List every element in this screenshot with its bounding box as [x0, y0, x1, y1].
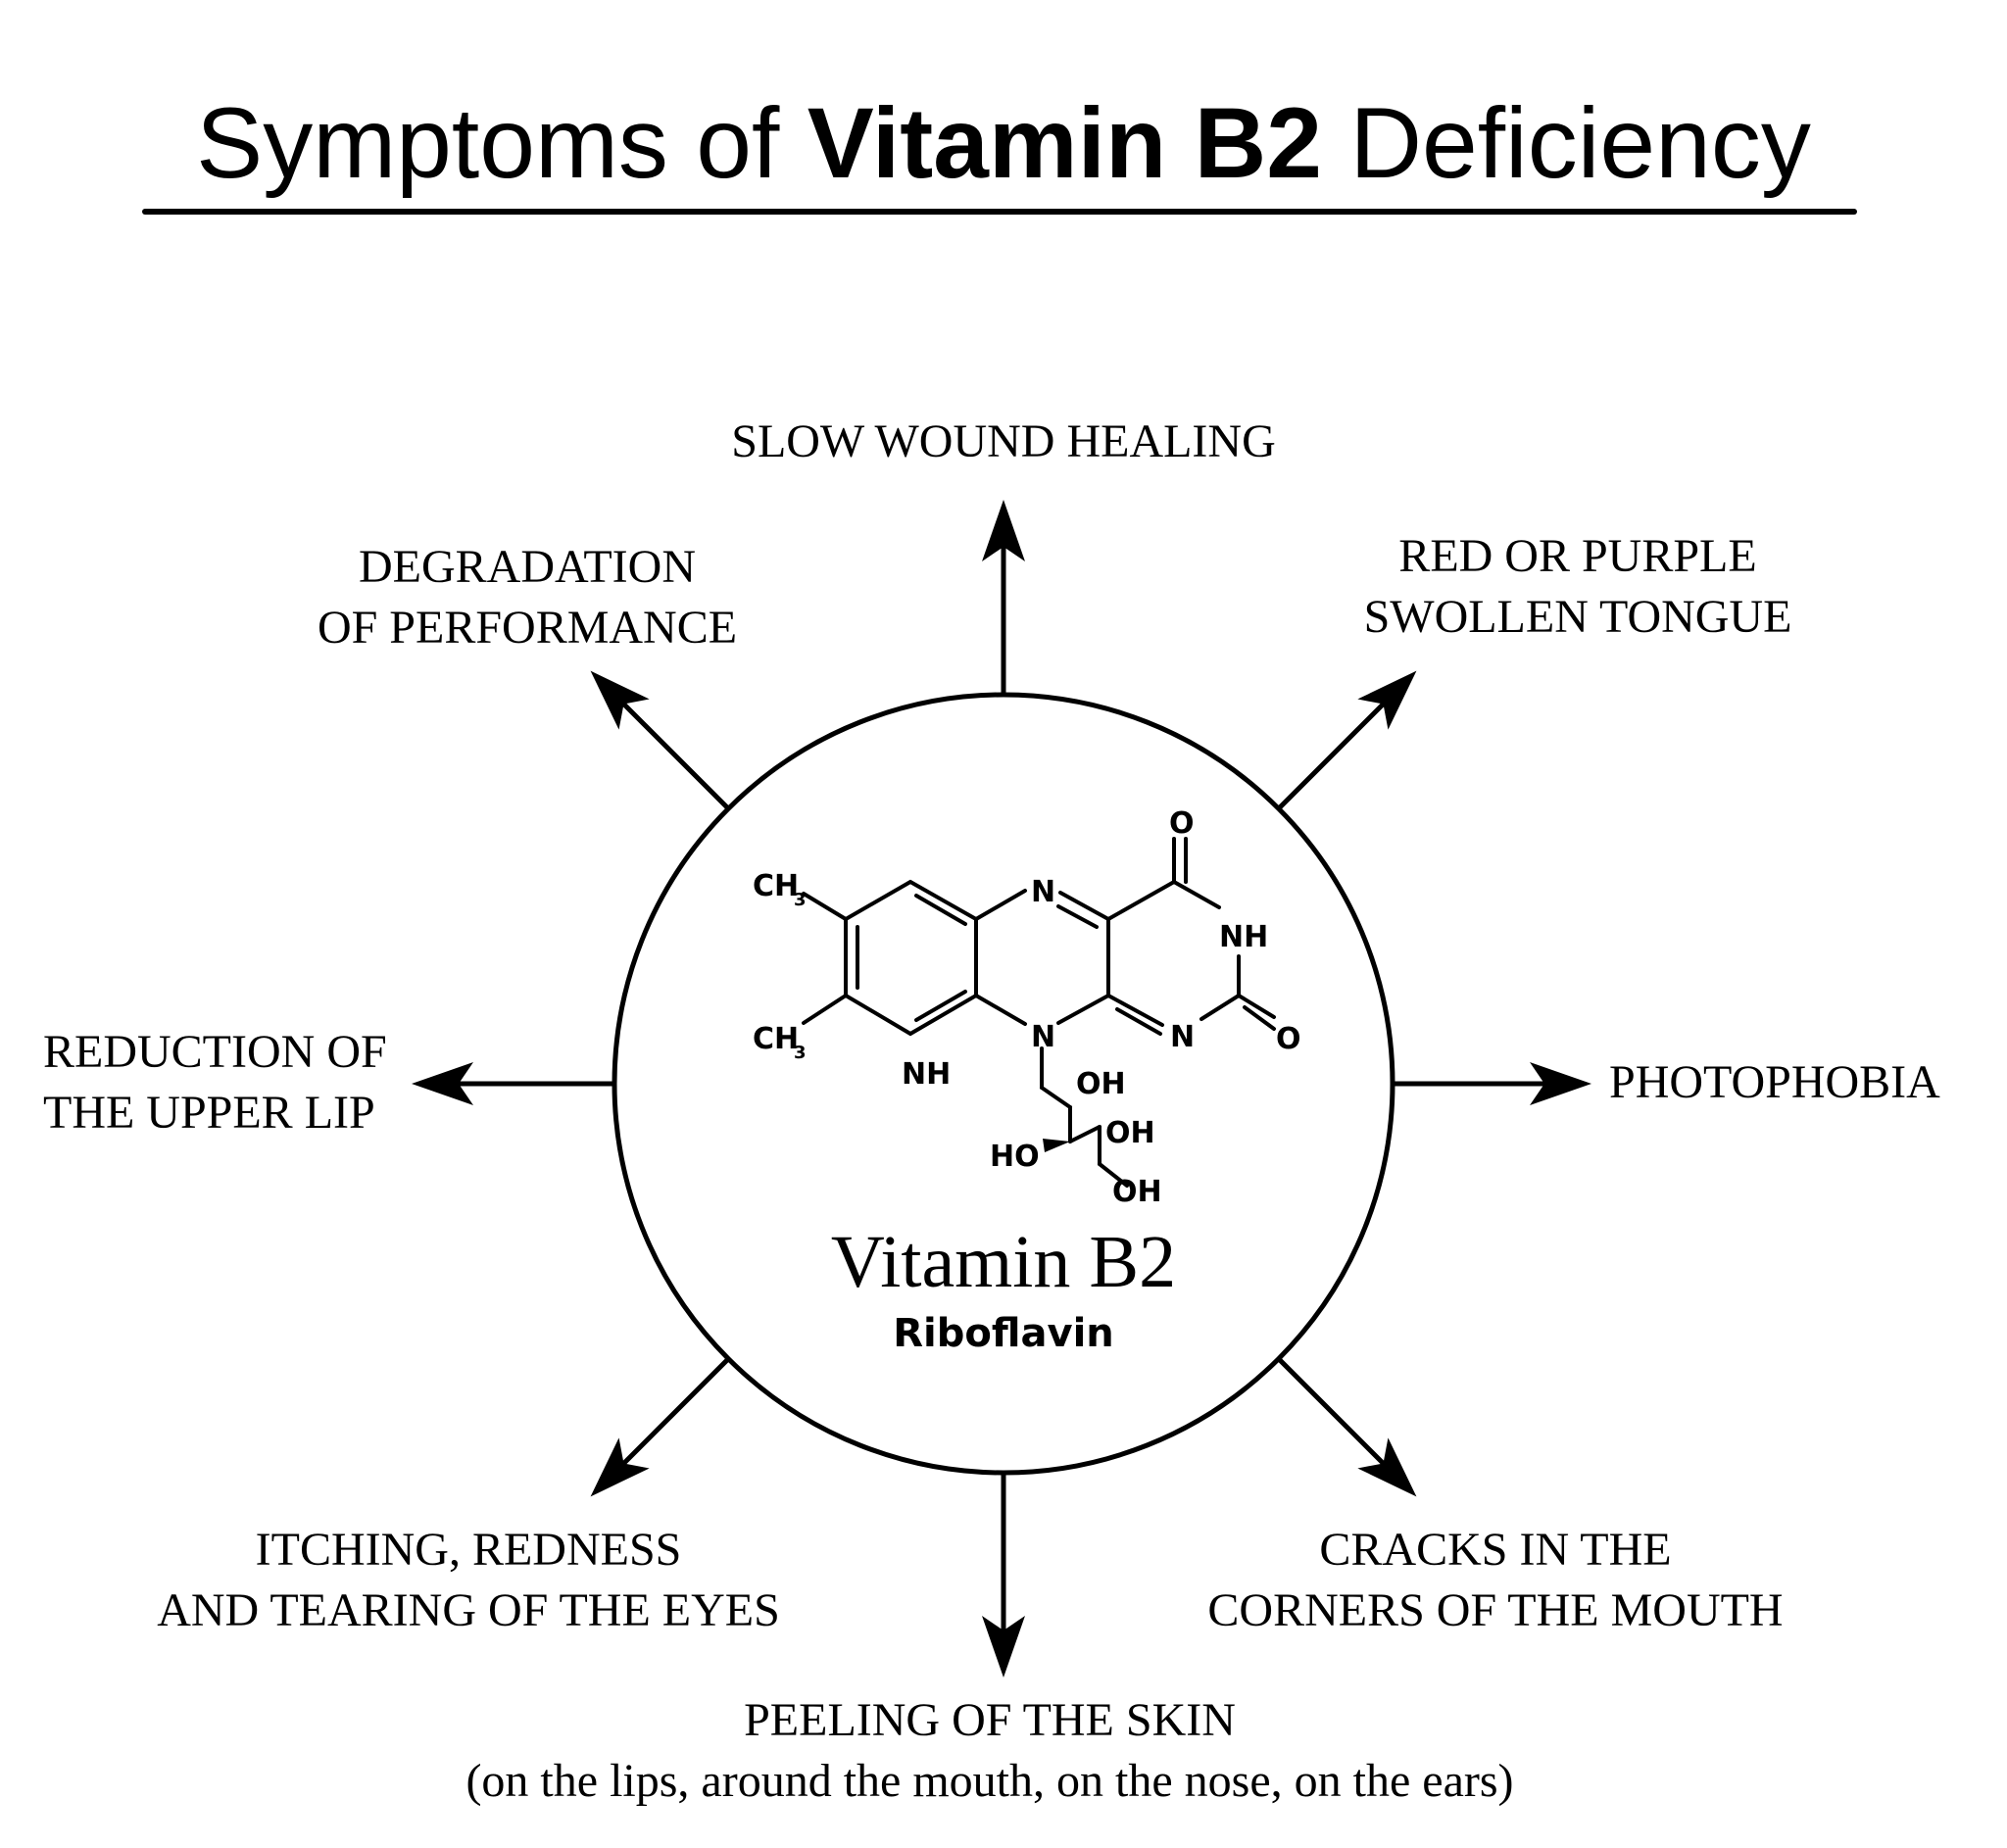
symptom-line: OF PERFORMANCE [317, 602, 738, 654]
title-bold: Vitamin B2 [807, 87, 1322, 199]
arrow-down-right [1277, 1357, 1401, 1482]
symptom-line: PEELING OF THE SKIN [744, 1694, 1236, 1746]
atom-ch3-bottom: CH [753, 1022, 799, 1056]
vitamin-subtitle: Riboflavin [893, 1311, 1114, 1356]
symptom-slow-wound-healing: SLOW WOUND HEALING [710, 412, 1297, 472]
atom-oh-1: OH [1076, 1067, 1126, 1101]
arrowhead-down-left [590, 1437, 650, 1497]
atom-ho: HO [990, 1140, 1040, 1174]
symptom-line: ITCHING, REDNESS [255, 1524, 682, 1576]
vitamin-name: Vitamin B2 [830, 1221, 1177, 1303]
symptom-cracks-mouth: CRACKS IN THE CORNERS OF THE MOUTH [1172, 1520, 1819, 1641]
arrowhead-up-right [1357, 670, 1417, 730]
symptom-itching-eyes: ITCHING, REDNESS AND TEARING OF THE EYES [125, 1520, 811, 1641]
arrow-heads [412, 500, 1591, 1678]
arrowhead-down-right [1357, 1437, 1417, 1497]
arrowhead-left [412, 1062, 473, 1105]
symptom-reduction-lip: REDUCTION OF THE UPPER LIP [43, 1022, 387, 1143]
symptom-line: CORNERS OF THE MOUTH [1207, 1584, 1784, 1636]
symptom-line: SLOW WOUND HEALING [731, 415, 1276, 467]
page-title: Symptoms of Vitamin B2 Deficiency [0, 93, 2007, 193]
arrow-up-left [608, 688, 730, 810]
title-underline [142, 209, 1857, 215]
atom-ch3-top: CH [753, 869, 799, 903]
atom-oh-3: OH [1112, 1175, 1162, 1209]
symptom-line: SWOLLEN TONGUE [1363, 591, 1792, 643]
symptom-line: THE UPPER LIP [43, 1087, 375, 1139]
symptom-line: DEGRADATION [359, 541, 696, 593]
symptom-line: REDUCTION OF [43, 1026, 387, 1078]
symptom-line: (on the lips, around the mouth, on the n… [465, 1755, 1514, 1807]
atom-o-top: O [1169, 806, 1195, 841]
atom-nh-left: NH [902, 1057, 951, 1092]
symptom-line: AND TEARING OF THE EYES [157, 1584, 780, 1636]
arrowhead-up-left [590, 670, 650, 730]
symptom-peeling-skin: PEELING OF THE SKIN (on the lips, around… [353, 1690, 1627, 1812]
arrowhead-right [1530, 1062, 1591, 1105]
atom-ch3-bottom-sub: 3 [794, 1043, 807, 1063]
atom-oh-2: OH [1105, 1116, 1155, 1150]
title-suffix: Deficiency [1321, 87, 1811, 199]
arrow-up-right [1277, 682, 1405, 810]
riboflavin-structure: CH 3 CH 3 N N N NH NH O O OH OH HO OH [753, 806, 1301, 1209]
atom-n-center: N [1031, 1020, 1055, 1054]
arrowhead-up [982, 500, 1025, 561]
symptom-line: RED OR PURPLE [1398, 530, 1757, 582]
atom-ch3-top-sub: 3 [794, 890, 807, 910]
symptom-line: PHOTOPHOBIA [1609, 1056, 1940, 1108]
atom-o-right: O [1276, 1022, 1301, 1056]
atom-n-right: N [1170, 1020, 1195, 1054]
atom-nh-right: NH [1219, 920, 1268, 954]
title-prefix: Symptoms of [196, 87, 808, 199]
symptom-degradation: DEGRADATION OF PERFORMANCE [263, 537, 792, 658]
symptom-line: CRACKS IN THE [1319, 1524, 1672, 1576]
symptom-red-purple-tongue: RED OR PURPLE SWOLLEN TONGUE [1313, 526, 1842, 648]
arrowhead-down [982, 1616, 1025, 1678]
symptom-photophobia: PHOTOPHOBIA [1609, 1052, 1940, 1113]
atom-n-top: N [1031, 875, 1055, 909]
